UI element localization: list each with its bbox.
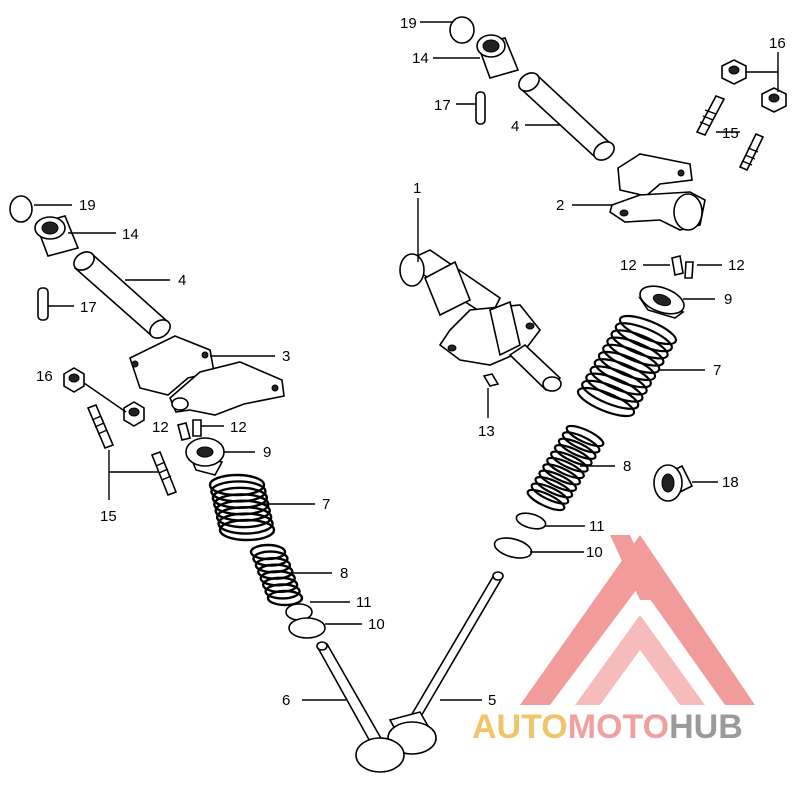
spring-coil [215,505,273,529]
part-6-valve-left [316,641,405,773]
spring-coil [606,336,665,367]
part-11-washer-right [515,512,547,530]
callout-3: 3 [282,348,290,365]
callout-6: 6 [282,692,290,709]
callout-16-top: 16 [769,35,786,52]
spring-coil [618,314,678,346]
part-15-screws-left [86,403,178,497]
callout-16-left: 16 [36,368,53,385]
part-2-rocker-arm-top [609,153,706,231]
spring-coil [585,372,644,403]
callout-9-left: 9 [263,444,271,461]
callout-11-right: 11 [589,518,605,535]
spring-coil [264,583,301,600]
spring-coil [538,469,578,492]
callout-12-top-left: 12 [620,257,637,274]
callout-4-top: 4 [511,118,519,135]
spring-coil [597,350,657,382]
callout-15-top: 15 [722,125,739,142]
watermark-text: AUTOMOTOHUB [472,708,743,746]
callout-18: 18 [722,474,739,491]
spring-coil [602,343,661,374]
part-9-retainer-right [638,285,685,319]
part-14-bushing-top [476,34,520,79]
part-12-collets-top [671,255,694,279]
spring-coil [530,482,570,505]
part-19-oring-top [449,16,475,44]
watermark-hub: HUB [669,708,743,746]
part-4-rocker-shaft-left [73,251,171,339]
spring-coil [610,329,669,360]
callout-labels: 19 14 17 4 16 15 2 1 12 12 9 7 13 8 18 1… [36,15,786,709]
spring-coil [534,476,574,499]
watermark-auto: AUTO [472,708,568,746]
part-1-camshaft [399,249,562,392]
spring-coil [218,518,276,542]
part-15-screws-top [695,95,765,172]
part-18-oil-seal [653,464,694,502]
callout-12-left-b: 12 [230,419,247,436]
part-16-nuts-top [721,59,787,113]
spring-coil [589,365,648,396]
leader-lines [34,21,779,701]
callout-19-top: 19 [400,15,417,32]
spring-coil [576,386,636,418]
spring-coil [565,424,605,448]
part-9-retainer-left [185,437,225,476]
part-17-dowel-top [475,91,486,125]
callout-13: 13 [478,423,495,440]
part-17-dowel-left [37,287,49,321]
part-8-inner-spring-right [526,424,605,512]
watermark-moto: MOTO [568,708,669,746]
spring-coil [526,488,566,512]
part-16-nuts-left [63,367,145,427]
spring-coil [593,358,652,389]
spring-coil [546,456,585,480]
part-7-outer-spring-left [208,473,276,542]
callout-5: 5 [488,692,496,709]
spring-coil [549,450,589,473]
part-4-rocker-shaft-top [518,72,615,161]
callout-10-right: 10 [586,544,603,561]
part-8-inner-spring-left [249,543,304,607]
spring-coil [557,437,597,460]
spring-coil [542,463,582,486]
callout-11-left: 11 [356,594,372,611]
callout-8-left: 8 [340,565,348,582]
part-7-outer-spring-right [576,314,678,418]
callout-12-top-right: 12 [728,257,745,274]
spring-coil [217,512,274,535]
callout-15-left: 15 [100,508,117,525]
callout-2: 2 [556,197,564,214]
callout-12-left-a: 12 [152,419,169,436]
callout-9-right: 9 [724,291,732,308]
part-14-bushing-left [34,215,80,257]
part-10-seat-left [288,617,326,639]
spring-coil [581,379,640,410]
part-10-seat-right [493,537,533,559]
callout-19-left: 19 [79,197,96,214]
callout-7-left: 7 [322,496,330,513]
part-12-collets-left [177,419,202,441]
callout-10-left: 10 [368,616,385,633]
callout-14-left: 14 [122,226,139,243]
callout-17-top: 17 [434,97,451,114]
callout-4-left: 4 [178,272,186,289]
part-3-rocker-arm-left [129,335,285,416]
part-13-pin [482,373,500,387]
callout-7-right: 7 [713,362,721,379]
callout-17-left: 17 [80,299,97,316]
part-19-oring-left [9,195,33,223]
spring-coil [561,431,601,454]
callout-8-right: 8 [623,458,631,475]
spring-coil [614,322,673,353]
spring-coil [553,444,593,467]
watermark-logo [520,535,755,705]
spring-coil [266,589,304,607]
callout-1: 1 [413,180,421,197]
callout-14-top: 14 [412,50,429,67]
